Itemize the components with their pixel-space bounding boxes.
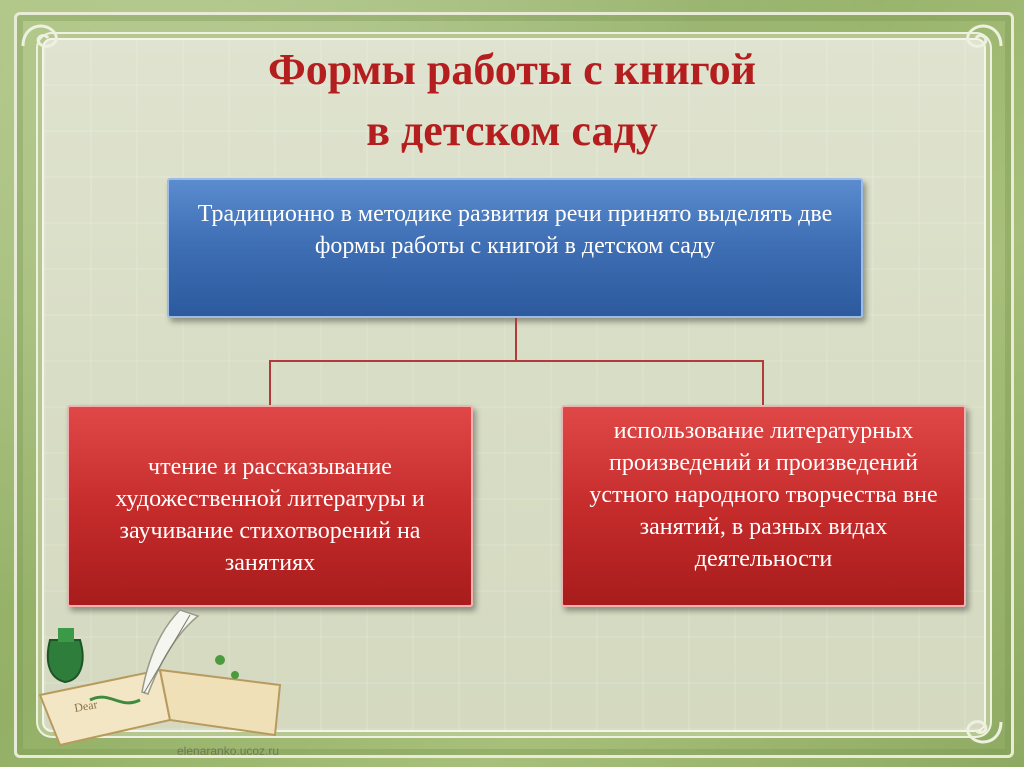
book-quill-decoration: Dear: [38, 609, 282, 747]
root-node: Традиционно в методике развития речи при…: [167, 178, 863, 318]
child-node-2: использование литературных произведений …: [561, 405, 966, 607]
connector-line: [762, 360, 764, 405]
connector-line: [269, 360, 271, 405]
open-book-icon: Dear: [38, 668, 282, 747]
content-panel: [42, 38, 986, 732]
child-node-1: чтение и рассказывание художественной ли…: [67, 405, 473, 607]
corner-ornament-icon: [21, 24, 58, 48]
outer-ornamental-frame: [14, 12, 1014, 758]
book-text: Dear: [73, 697, 98, 715]
corner-ornament-icon: [966, 720, 1003, 744]
watermark-text: elenaranko.ucoz.ru: [177, 744, 280, 758]
corner-ornament-icon: [966, 24, 1003, 48]
connector-line: [515, 318, 517, 361]
page-title-line-2: в детском саду: [366, 106, 658, 155]
green-inkwell-icon: [46, 628, 84, 684]
connector-line: [269, 360, 764, 362]
quill-pen-icon: [141, 609, 200, 695]
page-title-line-1: Формы работы с книгой: [267, 45, 757, 94]
